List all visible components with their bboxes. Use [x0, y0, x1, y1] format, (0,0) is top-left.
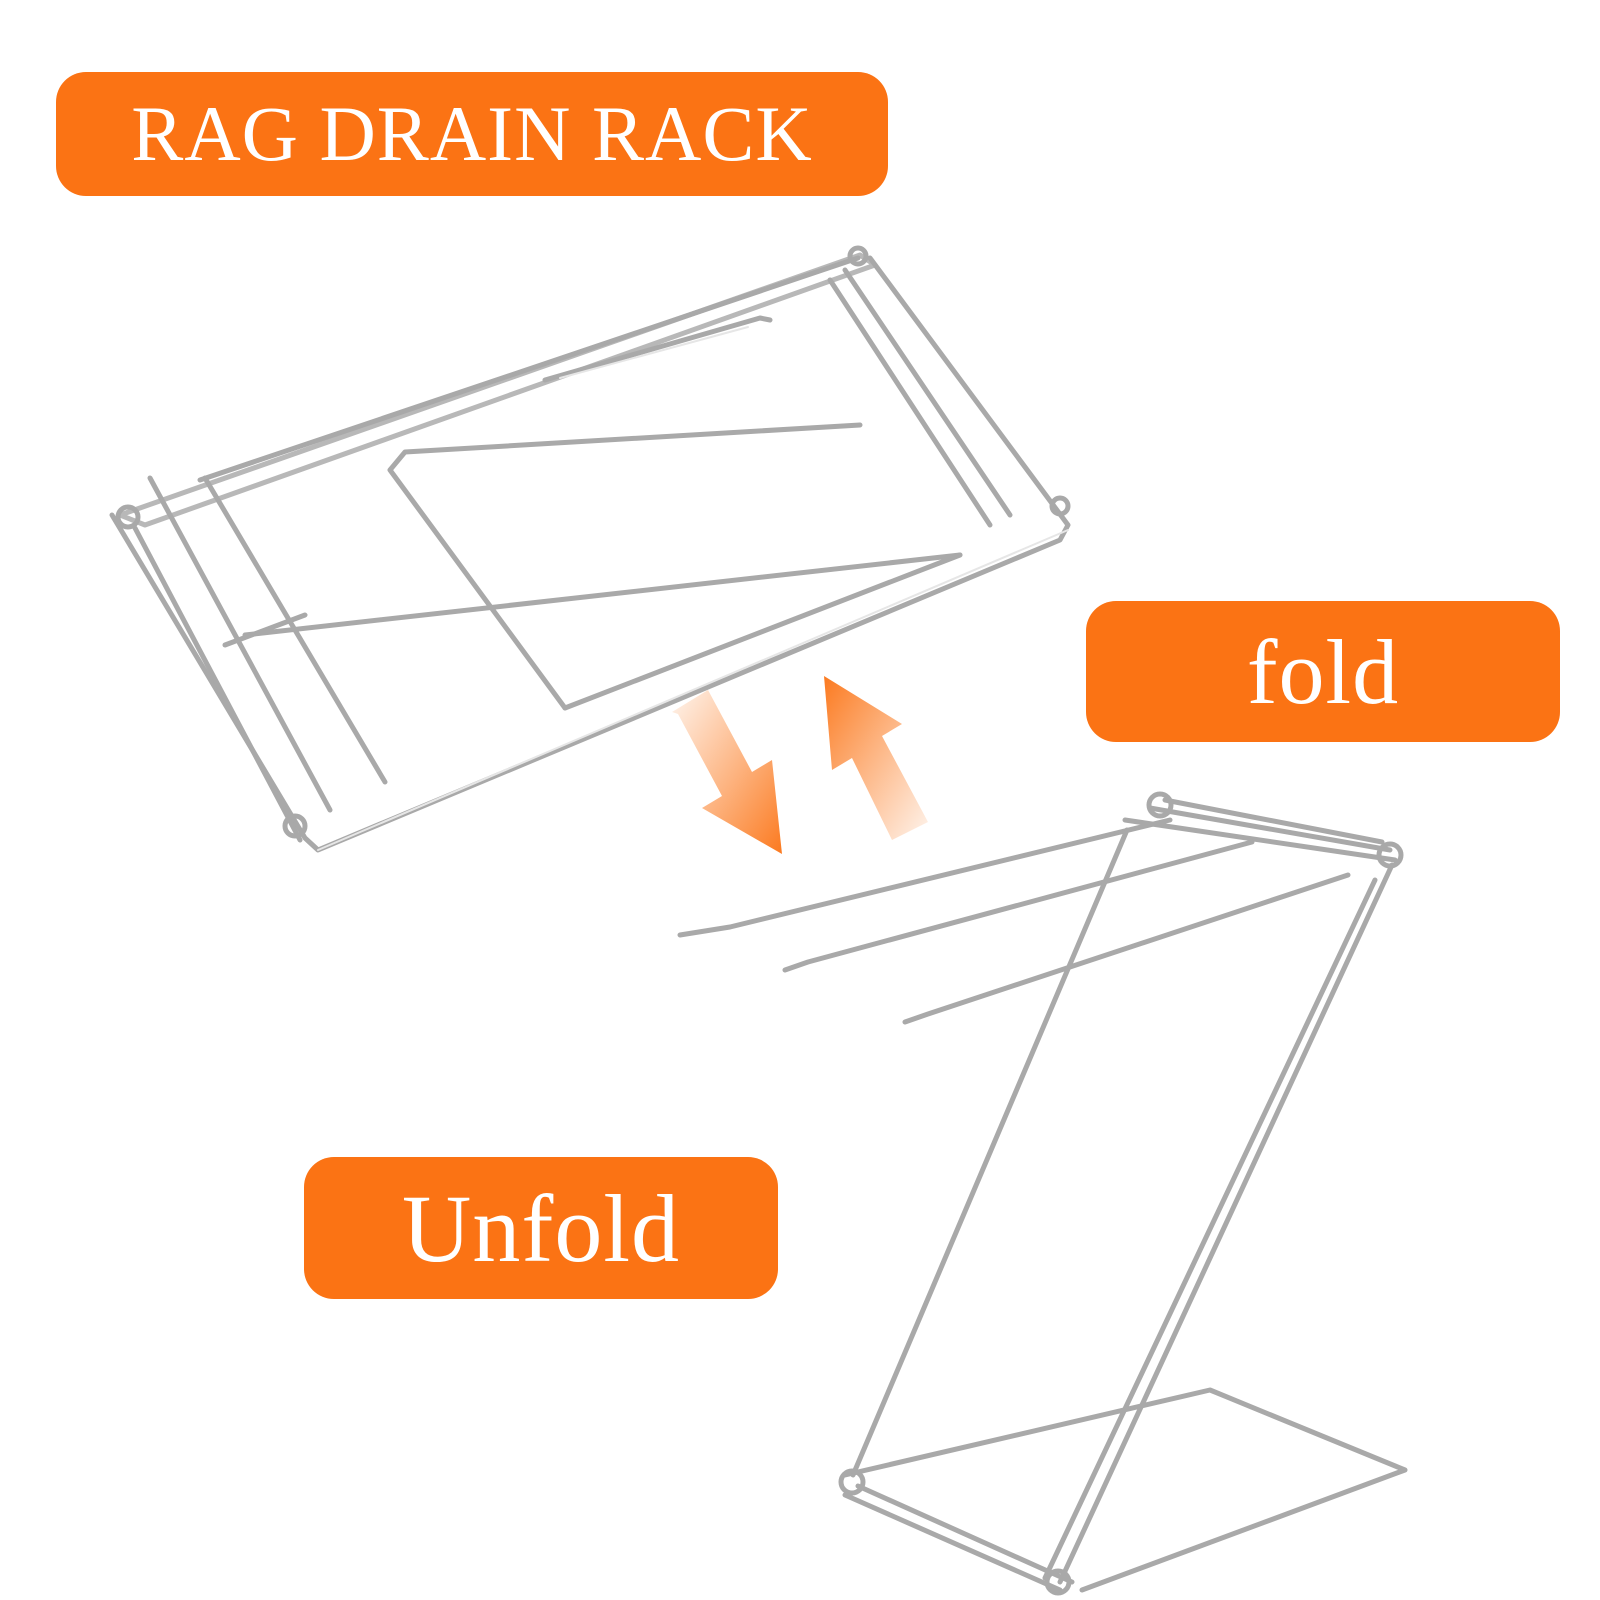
fold-badge: fold — [1086, 601, 1560, 742]
unfold-text: Unfold — [402, 1174, 680, 1282]
fold-text: fold — [1246, 620, 1400, 723]
folded-rack-illustration — [109, 245, 1071, 853]
unfolded-rack-illustration — [677, 791, 1408, 1596]
title-badge: RAG DRAIN RACK — [56, 72, 888, 196]
unfold-badge: Unfold — [304, 1157, 778, 1299]
fold-unfold-arrows — [672, 676, 928, 854]
title-text: RAG DRAIN RACK — [131, 90, 813, 177]
arrow-down-right — [672, 690, 782, 854]
arrow-up-right — [824, 676, 928, 840]
